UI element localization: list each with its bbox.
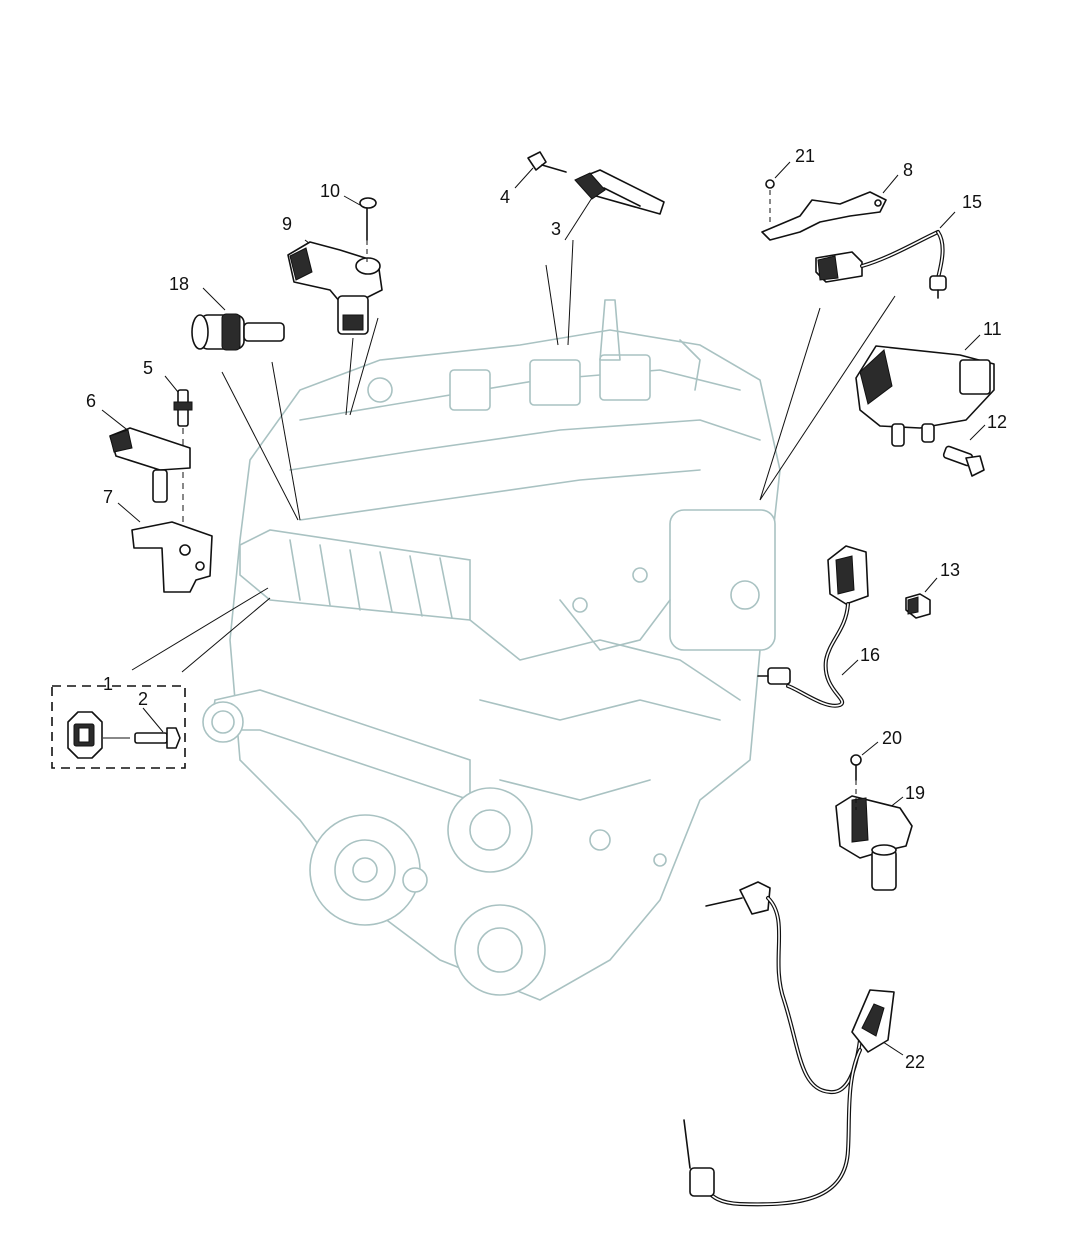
callout-15: 15 bbox=[962, 192, 982, 212]
part-3-sensor bbox=[574, 169, 665, 215]
part-6-sensor bbox=[109, 427, 191, 503]
callout-11: 11 bbox=[983, 319, 1002, 339]
part-8-bracket bbox=[761, 191, 887, 241]
part-4-bolt bbox=[527, 151, 567, 173]
callout-8: 8 bbox=[903, 160, 913, 180]
callout-16: 16 bbox=[860, 645, 880, 665]
part-15-sensor bbox=[815, 230, 947, 299]
part-18-sensor bbox=[191, 313, 285, 351]
part-1-dashed-box bbox=[51, 685, 186, 769]
part-9-sensor bbox=[287, 241, 383, 335]
callout-18: 18 bbox=[169, 274, 189, 294]
part-19-sensor bbox=[835, 795, 913, 891]
callout-7: 7 bbox=[103, 487, 113, 507]
callout-10: 10 bbox=[320, 181, 340, 201]
part-20-bolt bbox=[850, 754, 862, 810]
engine-illustration bbox=[202, 299, 781, 1001]
callout-21: 21 bbox=[795, 146, 815, 166]
part-16-sensor bbox=[757, 545, 869, 708]
part-21-bolt bbox=[765, 179, 775, 226]
callout-1: 1 bbox=[103, 674, 113, 694]
part-7-bracket bbox=[131, 521, 213, 593]
callout-13: 13 bbox=[940, 560, 960, 580]
callout-3: 3 bbox=[551, 219, 561, 239]
callout-4: 4 bbox=[500, 187, 510, 207]
leader-lines bbox=[101, 161, 986, 1056]
part-1-2-kit bbox=[51, 685, 186, 769]
callout-19: 19 bbox=[905, 783, 925, 803]
part-22-sensor-harness bbox=[683, 881, 895, 1207]
part-12-bolt bbox=[942, 445, 985, 477]
callout-12: 12 bbox=[987, 412, 1007, 432]
callout-22: 22 bbox=[905, 1052, 925, 1072]
callout-labels: 1 2 3 4 5 6 7 8 9 10 11 12 13 15 16 18 1… bbox=[86, 146, 1007, 1072]
callout-6: 6 bbox=[86, 391, 96, 411]
part-10-bolt bbox=[359, 197, 377, 262]
part-13-clip bbox=[905, 593, 931, 619]
callout-9: 9 bbox=[282, 214, 292, 234]
callout-5: 5 bbox=[143, 358, 153, 378]
part-2-bolt bbox=[134, 727, 181, 749]
part-11-sensor bbox=[855, 345, 995, 447]
callout-20: 20 bbox=[882, 728, 902, 748]
callout-2: 2 bbox=[138, 689, 148, 709]
